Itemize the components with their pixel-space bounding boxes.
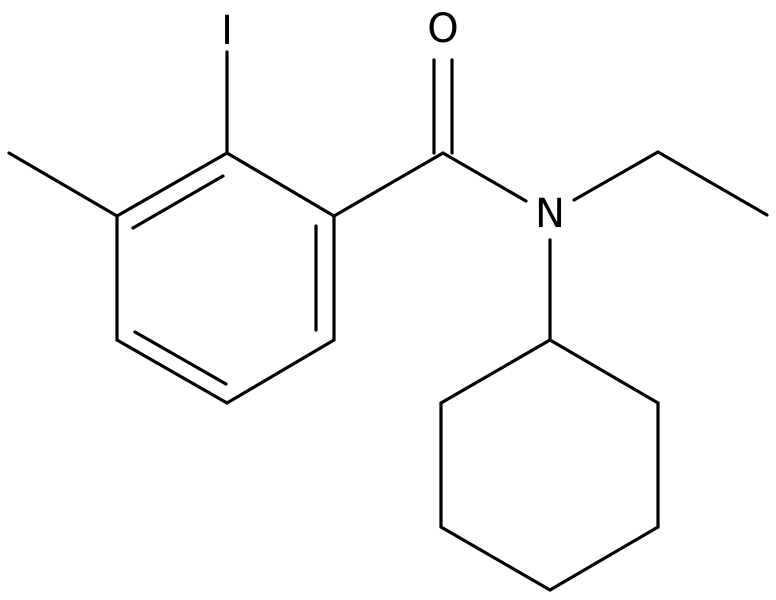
- bond-c2-methyl: [7, 151, 119, 218]
- cyclohexane-bond-1: [548, 338, 660, 405]
- benzene-ring: [115, 151, 336, 405]
- ring-bond-c3-c4: [115, 338, 229, 405]
- bond-nitrogen-ethyl: [572, 150, 660, 202]
- cyclohexane-bond-6: [439, 338, 552, 405]
- atom-label-oxygen: O: [427, 6, 458, 52]
- ring-bond-c4-c5: [225, 338, 336, 405]
- bond-carbonyl-nitrogen: [441, 151, 528, 203]
- ring-bond-c1-c2-inner: [131, 174, 225, 230]
- atom-label-iodine: I: [221, 8, 233, 54]
- ring-bond-c1-c2: [115, 151, 229, 218]
- bond-ethyl-methyl: [656, 150, 769, 217]
- bond-c6-carbonyl: [332, 151, 445, 218]
- ring-bond-c3-c4-inner: [133, 330, 228, 386]
- cyclohexane-ring: [439, 338, 660, 592]
- cyclohexane-bond-4: [439, 525, 552, 592]
- atom-label-nitrogen: N: [535, 191, 565, 237]
- ring-bond-c6-c1: [225, 151, 336, 218]
- cyclohexane-bond-3: [548, 525, 660, 592]
